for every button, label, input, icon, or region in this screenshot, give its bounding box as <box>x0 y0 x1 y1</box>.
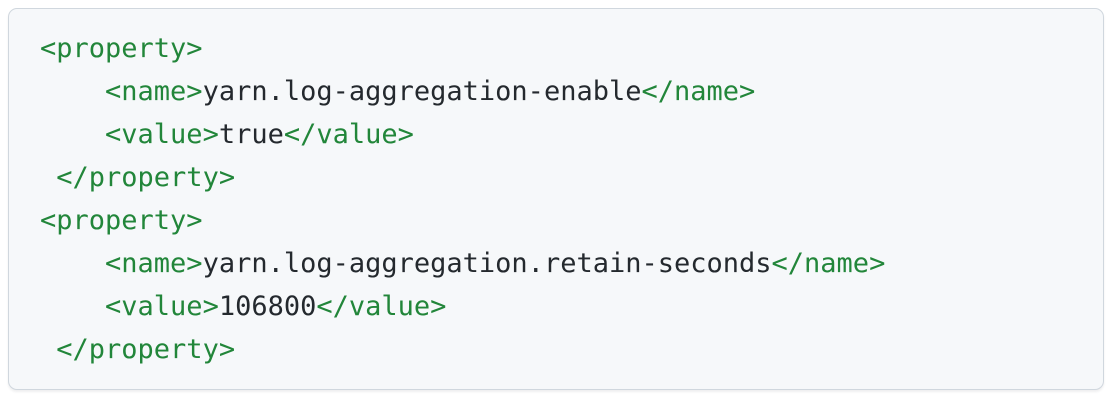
xml-tag-token: <value> <box>105 119 219 150</box>
xml-tag-token: <property> <box>40 205 203 236</box>
code-text-token <box>40 76 105 107</box>
code-text-token <box>40 248 105 279</box>
code-text-token <box>40 162 56 193</box>
code-text-token: 106800 <box>218 291 317 322</box>
code-line: <property> <box>40 27 1079 70</box>
xml-tag-token: </property> <box>56 162 236 193</box>
xml-tag-token: </value> <box>283 119 414 150</box>
xml-tag-token: </name> <box>641 76 756 107</box>
code-text-token: true <box>218 119 284 150</box>
xml-tag-token: </property> <box>56 334 236 365</box>
code-line: </property> <box>40 328 1079 371</box>
code-line: <property> <box>40 199 1079 242</box>
code-text-token <box>40 291 105 322</box>
xml-tag-token: </name> <box>771 248 886 279</box>
code-text-token: yarn.log-aggregation.retain-seconds <box>202 248 772 279</box>
code-lines: <property> <name>yarn.log-aggregation-en… <box>40 27 1079 371</box>
code-text-token <box>40 334 56 365</box>
xml-tag-token: </value> <box>316 291 447 322</box>
xml-tag-token: <property> <box>40 33 203 64</box>
code-line: <name>yarn.log-aggregation.retain-second… <box>40 242 1079 285</box>
code-text-token <box>40 119 105 150</box>
xml-tag-token: <name> <box>105 248 203 279</box>
xml-tag-token: <value> <box>105 291 219 322</box>
code-block: <property> <name>yarn.log-aggregation-en… <box>8 8 1104 390</box>
code-line: <value>true</value> <box>40 113 1079 156</box>
code-text-token: yarn.log-aggregation-enable <box>202 76 642 107</box>
code-line: <name>yarn.log-aggregation-enable</name> <box>40 70 1079 113</box>
xml-tag-token: <name> <box>105 76 203 107</box>
code-line: <value>106800</value> <box>40 285 1079 328</box>
code-line: </property> <box>40 156 1079 199</box>
